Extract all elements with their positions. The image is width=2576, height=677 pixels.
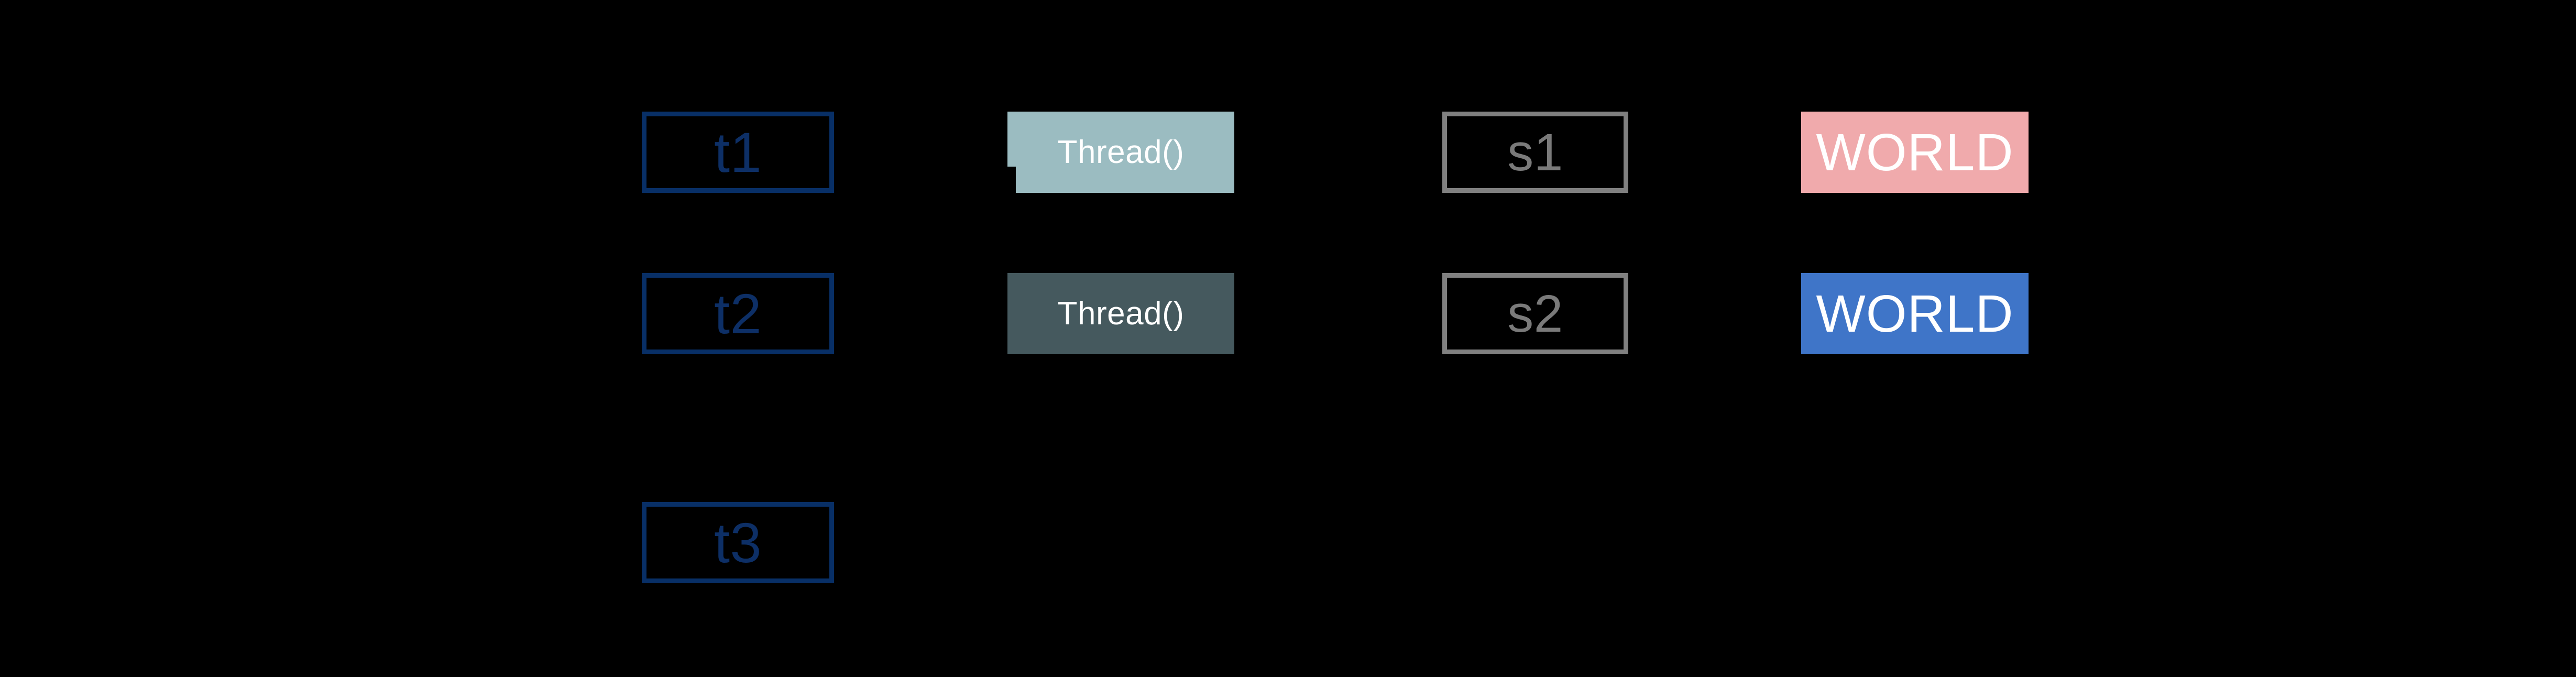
handle-box-s2[interactable]: s2 (1442, 273, 1628, 354)
handle-box-s1[interactable]: s1 (1442, 112, 1634, 193)
variable-box-t2-label: t2 (714, 281, 762, 345)
thread-object-box-2[interactable]: Thread() (1007, 273, 1234, 354)
variable-box-t3-edge-notch (835, 534, 840, 543)
variable-box-t2-edge-notch (835, 310, 840, 321)
thread-object-box-1-edge-notch (1007, 167, 1016, 194)
handle-box-s1-label: s1 (1507, 123, 1563, 182)
string-object-box-world-1-label: WORLD (1816, 123, 2014, 182)
handle-box-s2-label: s2 (1507, 284, 1563, 343)
thread-object-box-2-label: Thread() (1057, 295, 1185, 332)
string-object-box-world-2[interactable]: WORLD (1801, 273, 2029, 354)
thread-object-box-1-label: Thread() (1057, 134, 1185, 170)
variable-box-t2[interactable]: t2 (642, 273, 840, 354)
handle-box-s1-edge-notch (1628, 165, 1634, 173)
variable-box-t1-label: t1 (714, 120, 762, 184)
string-object-box-world-1[interactable]: WORLD (1801, 112, 2029, 193)
string-object-box-world-2-label: WORLD (1816, 284, 2014, 343)
variable-box-t3[interactable]: t3 (642, 502, 840, 583)
thread-object-box-1[interactable]: Thread() (1007, 112, 1234, 194)
variable-box-t3-label: t3 (714, 510, 762, 574)
variable-box-t1[interactable]: t1 (642, 112, 834, 193)
